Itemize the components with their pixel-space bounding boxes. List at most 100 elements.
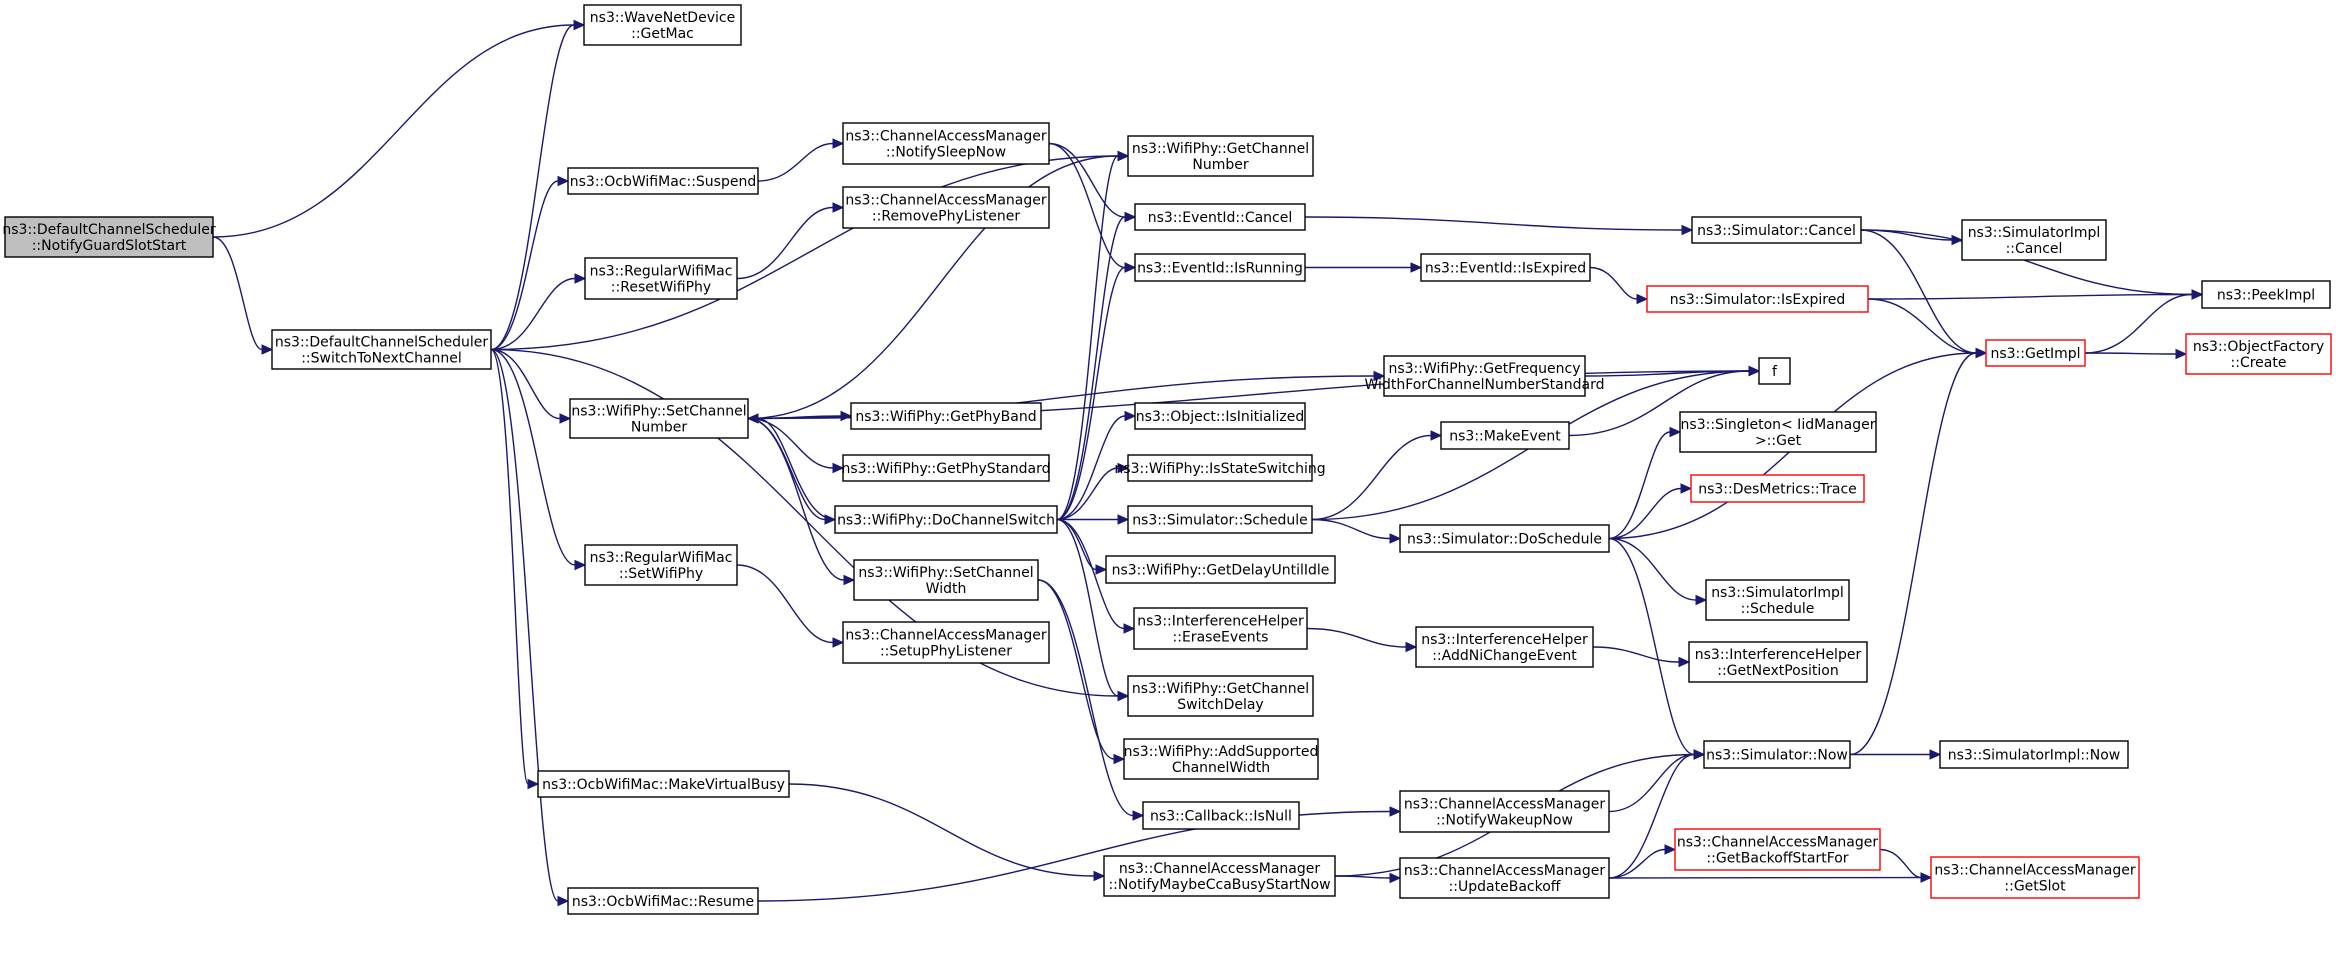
function-node[interactable]: ns3::ChannelAccessManager::GetSlot bbox=[1930, 856, 2140, 899]
node-box bbox=[1646, 285, 1869, 313]
edge-arrowhead bbox=[832, 202, 845, 213]
node-box bbox=[1127, 675, 1314, 717]
edge-arrowhead bbox=[1430, 430, 1443, 441]
node-box bbox=[1703, 740, 1851, 769]
function-node[interactable]: ns3::DesMetrics::Trace bbox=[1690, 474, 1865, 503]
function-node[interactable]: ns3::WifiPhy::GetPhyBand bbox=[850, 402, 1042, 430]
function-node[interactable]: ns3::Simulator::Schedule bbox=[1127, 505, 1313, 534]
node-label: ns3::Object::IsInitialized bbox=[1136, 409, 1304, 425]
function-node[interactable]: ns3::ChannelAccessManager::SetupPhyListe… bbox=[842, 621, 1050, 664]
edge-line bbox=[1608, 537, 1697, 601]
function-node[interactable]: ns3::WifiPhy::DoChannelSwitch bbox=[834, 505, 1058, 534]
edge-line bbox=[1592, 646, 1680, 663]
function-node[interactable]: ns3::Singleton< IidManager>::Get bbox=[1679, 411, 1877, 453]
function-node[interactable]: ns3::InterferenceHelper::GetNextPosition bbox=[1688, 641, 1868, 683]
function-node[interactable]: ns3::PeekImpl bbox=[2201, 280, 2331, 309]
edge-line bbox=[490, 348, 559, 902]
function-node[interactable]: ns3::RegularWifiMac::ResetWifiPhy bbox=[584, 257, 738, 300]
edge-arrowhead bbox=[261, 344, 274, 355]
edge-arrowhead bbox=[1920, 872, 1933, 883]
function-node[interactable]: ns3::RegularWifiMac::SetWifiPhy bbox=[584, 544, 738, 586]
function-node[interactable]: ns3::OcbWifiMac::Resume bbox=[567, 887, 759, 915]
call-edge bbox=[1048, 142, 1137, 273]
edge-arrowhead bbox=[1636, 293, 1649, 305]
node-label: ::SetupPhyListener bbox=[880, 644, 1012, 660]
function-node[interactable]: ns3::OcbWifiMac::MakeVirtualBusy bbox=[537, 770, 790, 798]
node-label: ns3::Callback::IsNull bbox=[1150, 809, 1292, 825]
node-box bbox=[1961, 219, 2107, 261]
function-node[interactable]: ns3::WifiPhy::GetPhyStandard bbox=[841, 454, 1051, 482]
call-edge bbox=[1867, 289, 2204, 300]
edge-line bbox=[1037, 579, 1115, 760]
function-node[interactable]: f bbox=[1758, 357, 1791, 385]
edge-line bbox=[490, 277, 576, 351]
function-node[interactable]: ns3::Simulator::Now bbox=[1703, 740, 1851, 769]
function-node[interactable]: ns3::ObjectFactory::Create bbox=[2185, 333, 2332, 375]
function-node[interactable]: ns3::Simulator::DoSchedule bbox=[1399, 524, 1610, 553]
edge-line bbox=[1056, 518, 1119, 697]
call-edge bbox=[1056, 410, 1137, 521]
edge-arrowhead bbox=[1389, 533, 1402, 544]
edge-line bbox=[1608, 876, 1922, 879]
function-node[interactable]: ns3::Object::IsInitialized bbox=[1134, 402, 1306, 430]
call-edge bbox=[212, 236, 274, 355]
node-box bbox=[2185, 333, 2332, 375]
node-label: ns3::WifiPhy::SetChannel bbox=[571, 404, 746, 420]
function-node[interactable]: ns3::WifiPhy::GetFrequencyWidthForChanne… bbox=[1365, 355, 1605, 397]
function-node[interactable]: ns3::DefaultChannelScheduler::SwitchToNe… bbox=[271, 329, 492, 370]
edge-arrowhead bbox=[1373, 370, 1386, 382]
node-box bbox=[1399, 524, 1610, 553]
edge-arrowhead bbox=[746, 413, 759, 424]
function-node[interactable]: ns3::InterferenceHelper::EraseEvents bbox=[1133, 607, 1308, 650]
function-node[interactable]: ns3::SimulatorImpl::Schedule bbox=[1705, 579, 1850, 621]
function-node[interactable]: ns3::ChannelAccessManager::NotifyWakeupN… bbox=[1399, 790, 1610, 833]
node-box bbox=[537, 770, 790, 798]
call-edge bbox=[1608, 537, 1706, 760]
call-edge bbox=[1850, 749, 1942, 760]
node-box bbox=[1705, 579, 1850, 621]
call-edge bbox=[747, 417, 845, 474]
node-label: ns3::DefaultChannelScheduler bbox=[2, 222, 215, 238]
edge-arrowhead bbox=[843, 574, 856, 586]
function-node[interactable]: ns3::EventId::Cancel bbox=[1134, 203, 1306, 231]
function-node[interactable]: ns3::EventId::IsExpired bbox=[1420, 253, 1591, 282]
function-node[interactable]: ns3::WifiPhy::IsStateSwitching bbox=[1114, 454, 1326, 482]
function-node[interactable]: ns3::SimulatorImpl::Now bbox=[1939, 740, 2129, 769]
node-label: ns3::Singleton< IidManager bbox=[1681, 417, 1876, 433]
function-node[interactable]: ns3::ChannelAccessManager::GetBackoffSta… bbox=[1674, 828, 1881, 871]
node-label: ns3::EventId::Cancel bbox=[1148, 210, 1293, 226]
function-node[interactable]: ns3::Simulator::Cancel bbox=[1691, 216, 1862, 244]
function-node[interactable]: ns3::ChannelAccessManager::NotifySleepNo… bbox=[842, 122, 1050, 165]
node-label: ns3::ChannelAccessManager bbox=[1119, 861, 1321, 877]
node-label: ns3::RegularWifiMac bbox=[590, 264, 733, 280]
call-edge bbox=[1867, 298, 1988, 359]
function-node[interactable]: ns3::WaveNetDevice::GetMac bbox=[583, 4, 742, 46]
function-node[interactable]: ns3::ChannelAccessManager::NotifyMaybeCc… bbox=[1103, 855, 1336, 897]
function-node[interactable]: ns3::WifiPhy::GetDelayUntilIdle bbox=[1105, 555, 1336, 584]
function-node[interactable]: ns3::ChannelAccessManager::UpdateBackoff bbox=[1399, 857, 1610, 899]
function-node[interactable]: ns3::SimulatorImpl::Cancel bbox=[1961, 219, 2107, 261]
function-node[interactable]: ns3::Simulator::IsExpired bbox=[1646, 285, 1869, 313]
function-node[interactable]: ns3::DefaultChannelScheduler::NotifyGuar… bbox=[2, 216, 216, 258]
node-label: ::NotifyGuardSlotStart bbox=[32, 238, 187, 254]
function-node[interactable]: ns3::Callback::IsNull bbox=[1142, 801, 1300, 830]
call-edge bbox=[1608, 483, 1693, 540]
node-label: ns3::WifiPhy::AddSupported bbox=[1124, 744, 1319, 760]
node-box bbox=[1930, 856, 2140, 899]
function-node[interactable]: ns3::InterferenceHelper::AddNiChangeEven… bbox=[1415, 626, 1594, 668]
function-node[interactable]: ns3::EventId::IsRunning bbox=[1134, 253, 1306, 282]
function-node[interactable]: ns3::MakeEvent bbox=[1440, 421, 1570, 450]
function-node[interactable]: ns3::ChannelAccessManager::RemovePhyList… bbox=[842, 186, 1050, 229]
edge-line bbox=[1608, 848, 1666, 879]
edge-arrowhead bbox=[1975, 347, 1988, 359]
function-node[interactable]: ns3::OcbWifiMac::Suspend bbox=[567, 167, 759, 195]
edge-arrowhead bbox=[1117, 462, 1130, 474]
function-node[interactable]: ns3::GetImpl bbox=[1985, 339, 2086, 367]
node-box bbox=[1399, 857, 1610, 899]
node-label: ns3::WifiPhy::IsStateSwitching bbox=[1114, 461, 1325, 477]
